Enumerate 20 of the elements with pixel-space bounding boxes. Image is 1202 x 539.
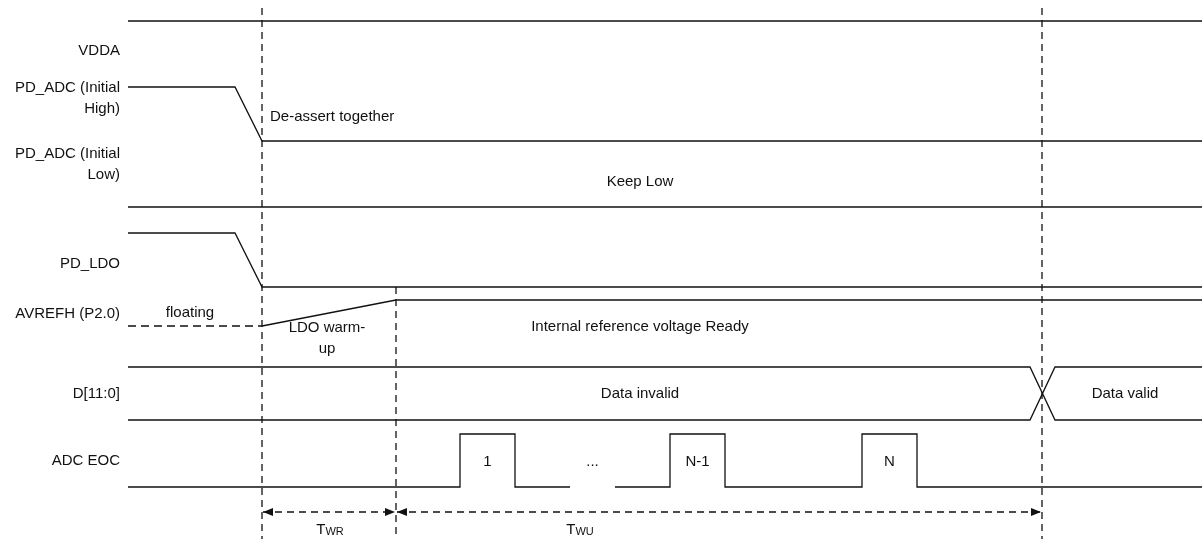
pulse-number: ...	[585, 451, 600, 471]
waveform-note: Internal reference voltage Ready	[530, 316, 750, 336]
timing-parameter: T$_{WR}$	[315, 519, 345, 539]
waveform-note: Data valid	[1090, 383, 1160, 403]
signal-name: VDDA	[77, 40, 120, 60]
pulse-number: N-1	[684, 451, 711, 471]
waveform-note: Keep Low	[605, 171, 675, 191]
waveform-note: LDO warm-up	[287, 317, 367, 358]
waveform-note: floating	[164, 302, 216, 322]
timing-parameter: T$_{WU}$	[565, 519, 595, 539]
waveform-note: Data invalid	[599, 383, 681, 403]
waveform-note: De-assert together	[270, 106, 395, 126]
signal-name: ADC EOC	[50, 450, 120, 470]
signal-name: PD_ADC (Initial Low)	[13, 143, 120, 184]
signal-name: AVREFH (P2.0)	[14, 303, 120, 323]
pulse-number: N	[883, 451, 896, 471]
pulse-number: 1	[482, 451, 493, 471]
signal-name: D[11:0]	[71, 383, 120, 403]
signal-name: PD_ADC (Initial High)	[13, 77, 120, 118]
signal-name: PD_LDO	[58, 253, 120, 273]
